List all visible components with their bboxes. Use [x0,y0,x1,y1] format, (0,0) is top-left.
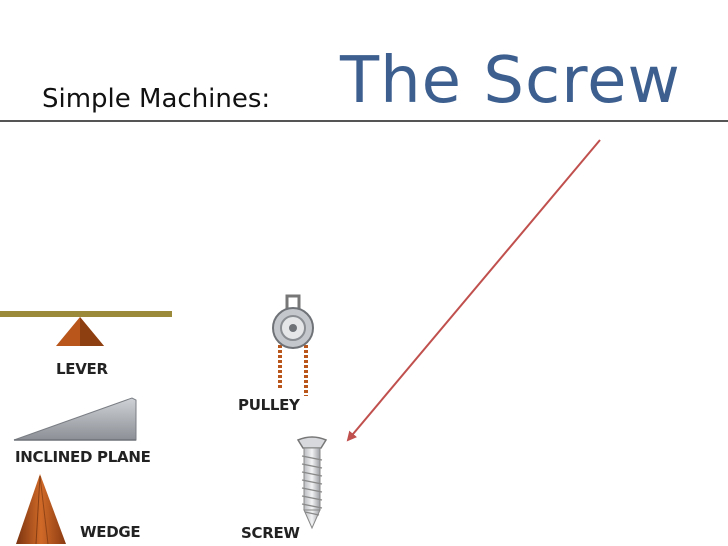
pulley-label: PULLEY [238,396,301,414]
inclined-plane-icon [13,397,137,441]
slide-subtitle: Simple Machines: [42,84,271,114]
pulley-icon [272,294,314,396]
slide-title: The Screw [340,44,681,118]
screw-label: SCREW [241,524,300,542]
inclined-plane-label: INCLINED PLANE [15,448,151,466]
title-divider [0,120,728,122]
wedge-label: WEDGE [80,523,140,541]
screw-icon [296,436,328,530]
pointer-arrow-icon [346,139,601,442]
lever-label: LEVER [56,360,108,378]
wedge-icon [16,474,66,545]
lever-icon [0,311,172,346]
